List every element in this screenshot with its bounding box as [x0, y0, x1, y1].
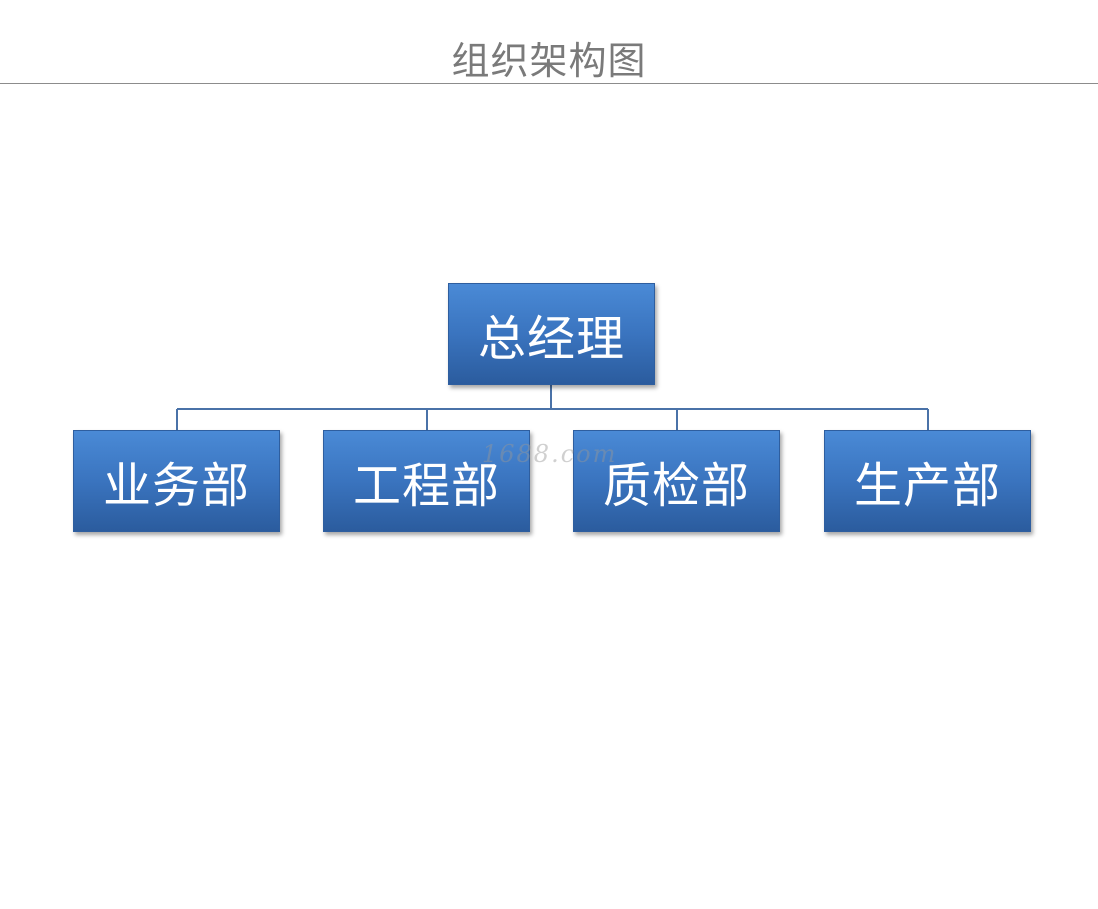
node-child-3: 质检部: [573, 430, 780, 532]
node-child-4: 生产部: [824, 430, 1031, 532]
node-child-2: 工程部: [323, 430, 530, 532]
page-title: 组织架构图: [451, 39, 647, 83]
title-divider: [0, 83, 1098, 84]
watermark-text: 1688.com: [482, 440, 618, 468]
node-general-manager: 总经理: [448, 283, 655, 385]
node-child-1: 业务部: [73, 430, 280, 532]
